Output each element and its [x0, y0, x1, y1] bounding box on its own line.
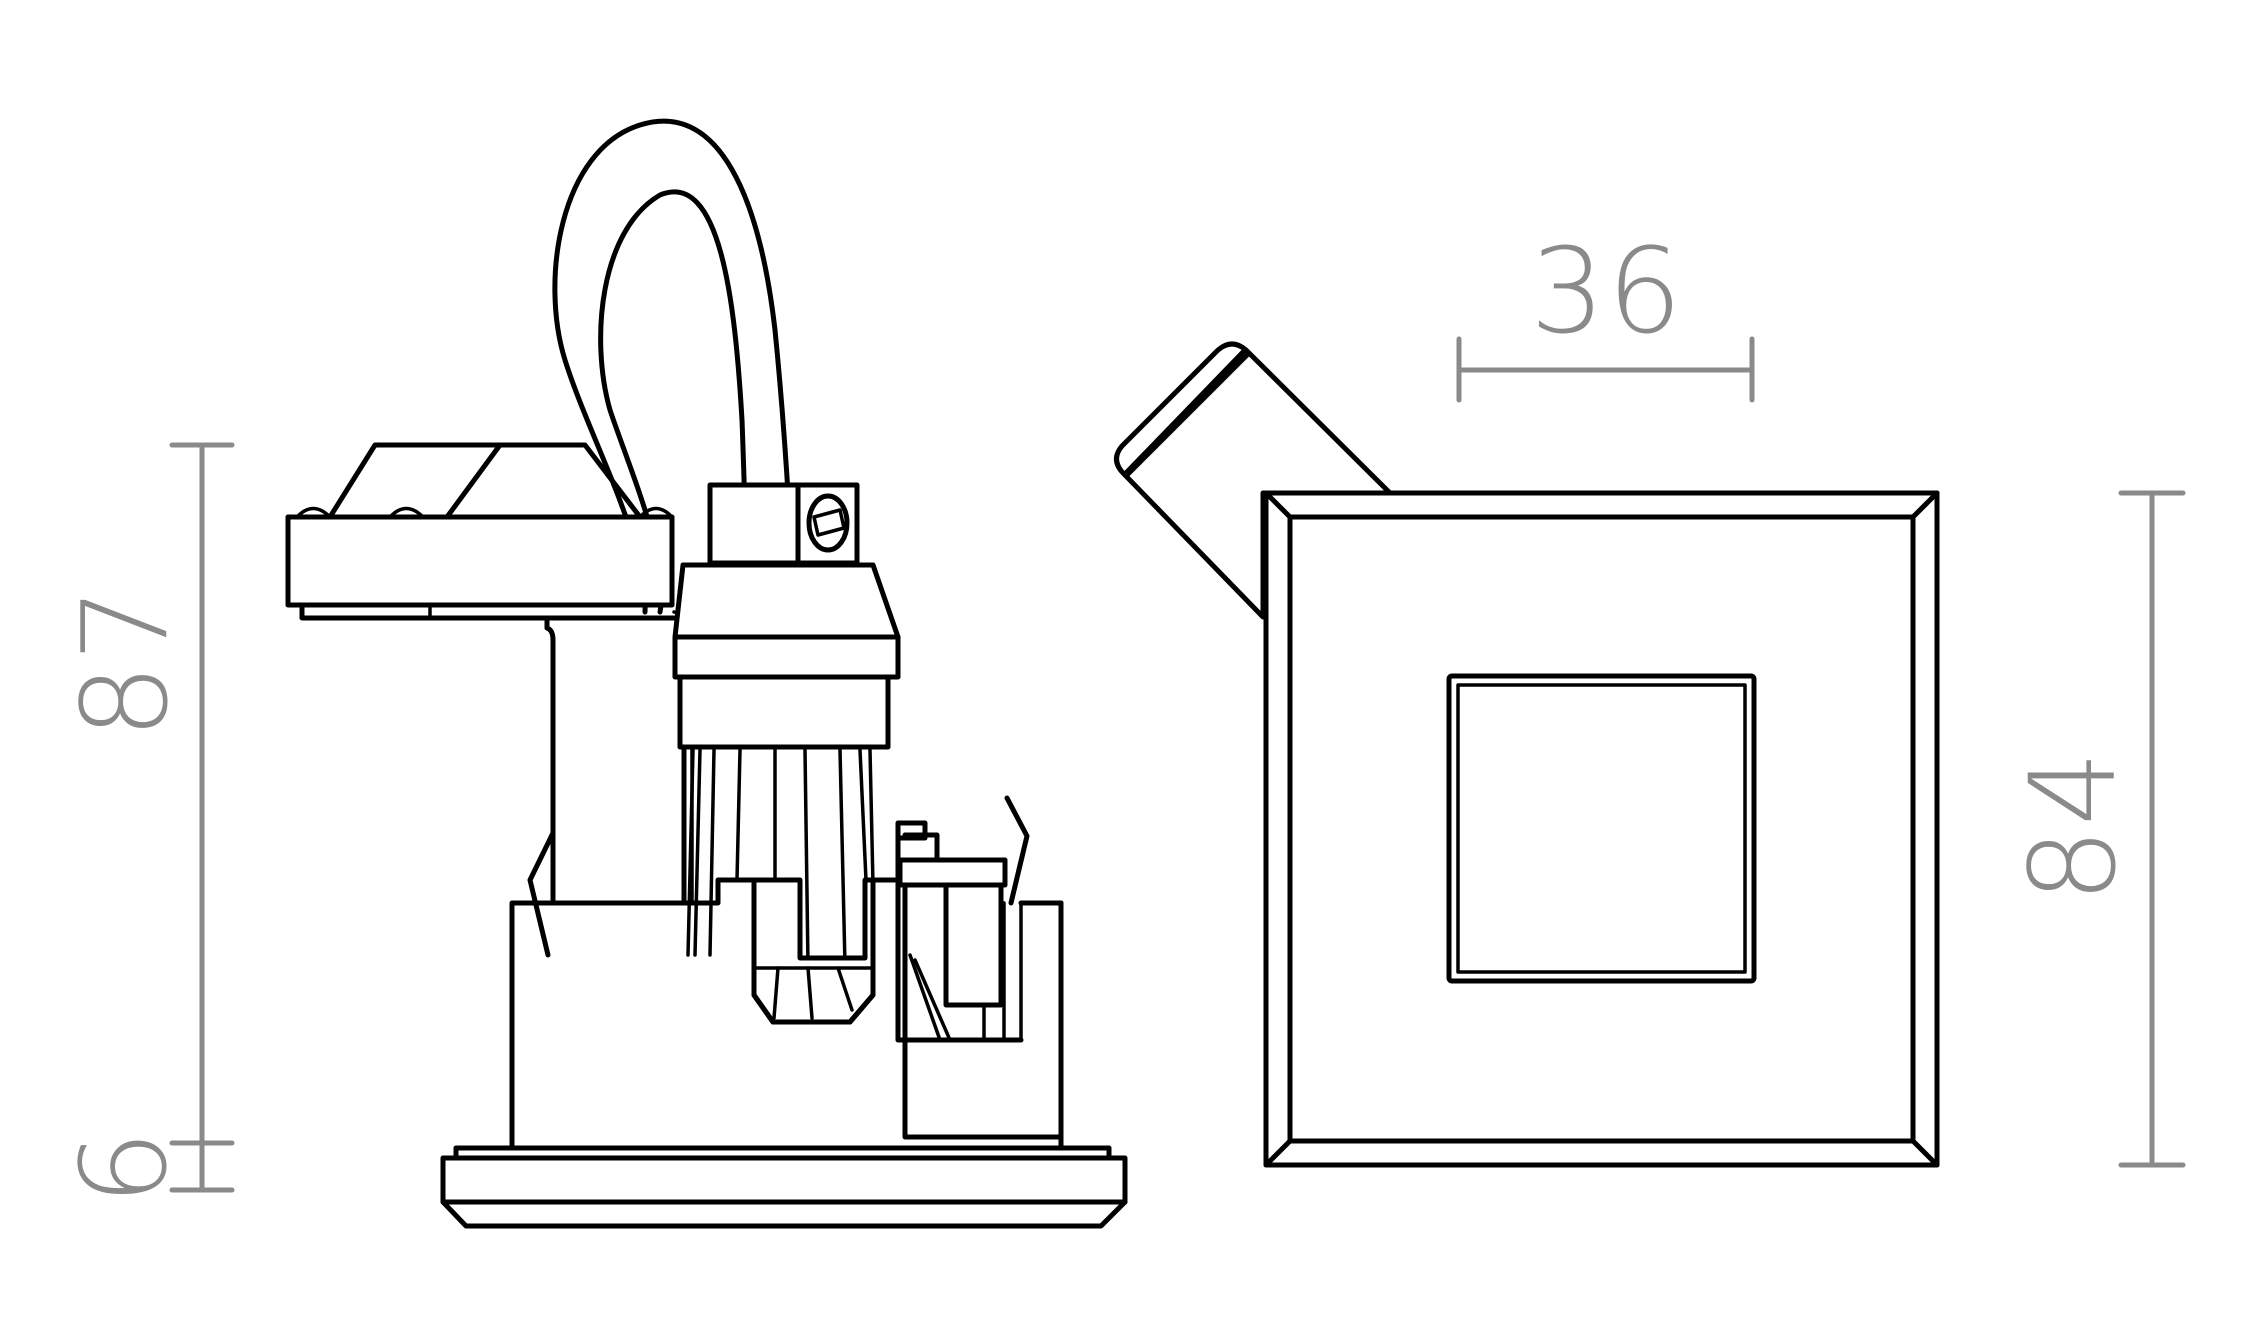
dimension-label-6: 6: [55, 1128, 193, 1206]
side-view: [285, 118, 1128, 1229]
dimension-84: [2118, 490, 2186, 1168]
lamp-fins: [686, 748, 875, 967]
dimension-36: [1456, 336, 1755, 403]
front-view: [1114, 341, 1940, 1168]
dimension-label-84: 84: [2004, 748, 2142, 903]
dimension-label-87: 87: [56, 584, 194, 739]
lamp-holder: [672, 482, 901, 1025]
housing-body: [509, 877, 1064, 1151]
dimension-label-36: 36: [1530, 222, 1685, 360]
outer-trim-frame: [1263, 490, 1940, 1168]
junction-box: [285, 442, 675, 608]
dimension-87: [169, 442, 235, 1193]
light-aperture: [1446, 673, 1757, 984]
screw-icon: [806, 493, 850, 553]
dimension-6: [169, 1140, 235, 1193]
cable-icon: [552, 118, 796, 615]
trim-bezel: [440, 1145, 1128, 1229]
terminal-block: [895, 795, 1030, 1043]
angled-connector: [1114, 341, 1393, 620]
